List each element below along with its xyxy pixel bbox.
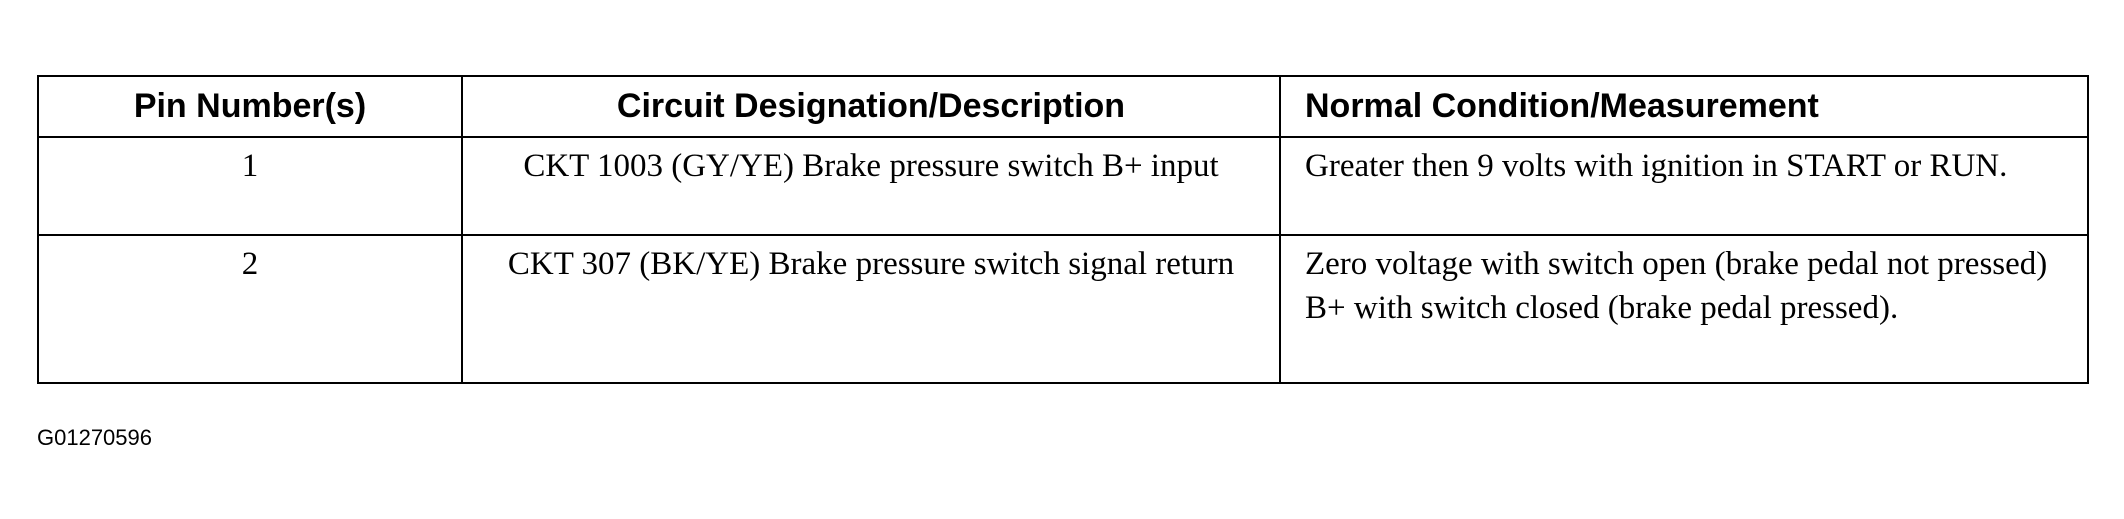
pinout-table: Pin Number(s) Circuit Designation/Descri… <box>37 75 2089 384</box>
pin-cell: 1 <box>37 136 463 236</box>
table-row: 1 CKT 1003 (GY/YE) Brake pressure switch… <box>37 136 2089 236</box>
header-normal-condition: Normal Condition/Measurement <box>1279 75 2089 138</box>
header-circuit-description: Circuit Designation/Description <box>461 75 1281 138</box>
table-header-row: Pin Number(s) Circuit Designation/Descri… <box>37 75 2089 138</box>
circuit-cell: CKT 1003 (GY/YE) Brake pressure switch B… <box>461 136 1281 236</box>
pin-cell: 2 <box>37 234 463 384</box>
circuit-cell: CKT 307 (BK/YE) Brake pressure switch si… <box>461 234 1281 384</box>
measurement-cell: Greater then 9 volts with ignition in ST… <box>1279 136 2089 236</box>
table-row: 2 CKT 307 (BK/YE) Brake pressure switch … <box>37 234 2089 384</box>
measurement-cell: Zero voltage with switch open (brake ped… <box>1279 234 2089 384</box>
header-pin-numbers: Pin Number(s) <box>37 75 463 138</box>
figure-id: G01270596 <box>37 425 152 450</box>
